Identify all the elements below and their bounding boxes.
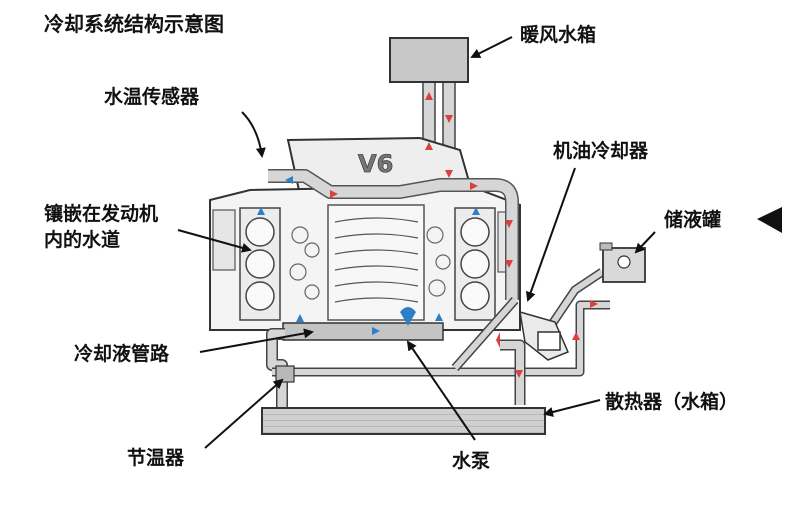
label-coolant-pipe: 冷却液管路 bbox=[74, 343, 170, 365]
upper-coolant-hose bbox=[268, 169, 519, 300]
label-oil-cooler: 机油冷却器 bbox=[553, 140, 649, 162]
oil-cooler bbox=[519, 310, 569, 361]
label-water-pump: 水泵 bbox=[452, 450, 491, 472]
label-heater-core: 暖风水箱 bbox=[520, 24, 597, 46]
label-thermostat: 节温器 bbox=[127, 447, 185, 469]
heater-core bbox=[389, 37, 469, 83]
engine-mark: V6 bbox=[358, 150, 393, 178]
label-reservoir: 储液罐 bbox=[664, 209, 722, 231]
label-water-jacket-line1: 镶嵌在发动机 bbox=[44, 203, 159, 225]
label-water-jacket-line2: 内的水道 bbox=[44, 229, 121, 251]
engine-block: V6 bbox=[209, 136, 521, 331]
callout-pointers bbox=[177, 36, 656, 449]
diagram-title: 冷却系统结构示意图 bbox=[44, 12, 224, 36]
pointer-triangle-icon bbox=[757, 207, 782, 233]
flow-arrows-hot bbox=[330, 92, 598, 378]
thermostat bbox=[275, 365, 295, 383]
label-temp-sensor: 水温传感器 bbox=[104, 86, 200, 108]
reservoir-tank bbox=[599, 242, 646, 283]
lower-coolant-manifold bbox=[282, 322, 444, 341]
radiator-core bbox=[261, 407, 546, 435]
label-radiator: 散热器（水箱） bbox=[605, 391, 739, 413]
flow-arrows-cool bbox=[257, 176, 480, 335]
